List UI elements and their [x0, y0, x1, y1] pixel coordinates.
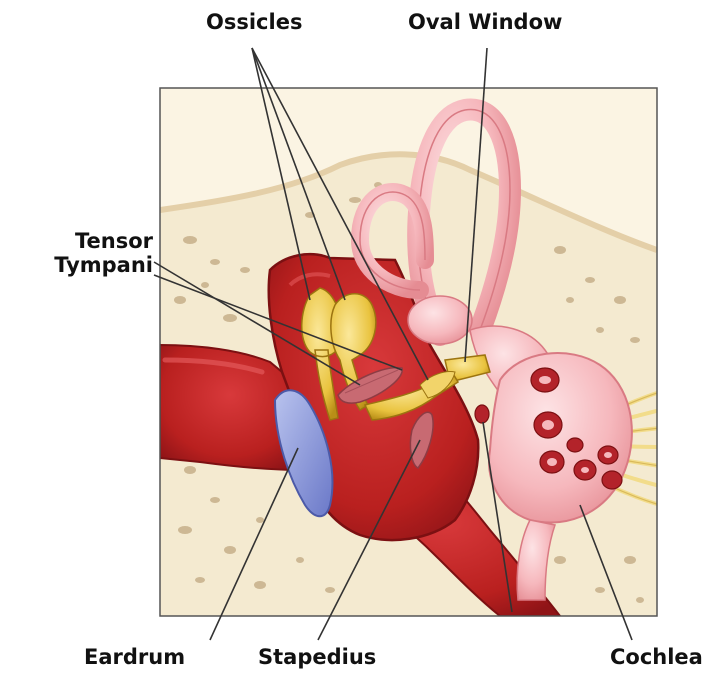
label-eardrum: Eardrum [84, 645, 185, 669]
label-ossicles: Ossicles [206, 10, 302, 34]
anatomy-scene [160, 88, 660, 616]
label-tensor-line1: Tensor [8, 229, 153, 253]
label-stapedius: Stapedius [258, 645, 376, 669]
round-window [475, 405, 489, 423]
label-oval-window: Oval Window [408, 10, 562, 34]
label-cochlea: Cochlea [610, 645, 703, 669]
label-tensor-line2: Tympani [8, 253, 153, 277]
label-tensor-tympani: Tensor Tympani [8, 229, 153, 277]
